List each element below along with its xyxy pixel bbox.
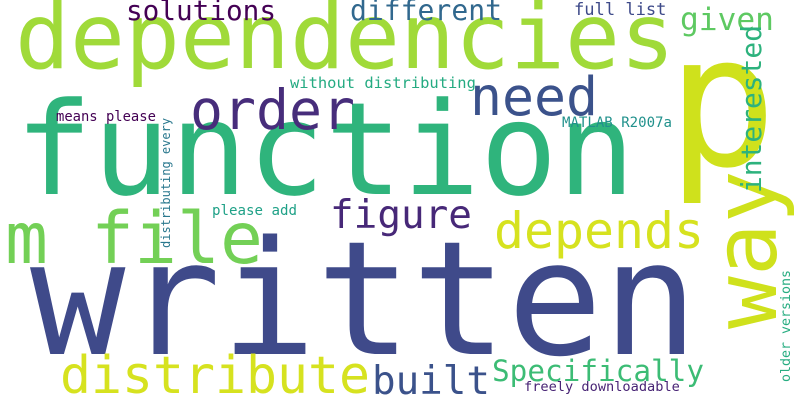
word-need: need bbox=[470, 65, 599, 128]
word-full-list: full list bbox=[574, 0, 667, 21]
word-function: function bbox=[15, 76, 636, 226]
word-interested: interested bbox=[735, 24, 768, 193]
word-dependencies: dependencies bbox=[15, 0, 676, 90]
word-given: given bbox=[680, 1, 774, 38]
word-different: different bbox=[350, 0, 502, 28]
word-freely-downloadable: freely downloadable bbox=[524, 378, 680, 395]
word-specifically: Specifically bbox=[492, 354, 704, 389]
word-distribute: distribute bbox=[60, 345, 371, 400]
word-depends: depends bbox=[494, 202, 704, 261]
word-built: built bbox=[372, 359, 490, 400]
word-figure: figure bbox=[330, 193, 472, 239]
word-solutions: solutions bbox=[126, 0, 277, 28]
word-older-versions: older versions bbox=[779, 270, 794, 382]
word-without-distributing: without distributing bbox=[290, 74, 476, 93]
word-order: order bbox=[190, 77, 355, 142]
word-written: written bbox=[30, 208, 699, 393]
word-p: p bbox=[667, 0, 778, 209]
word-distributing-every: distributing every bbox=[159, 117, 173, 248]
word-please-add: please add bbox=[212, 202, 297, 219]
word-m-file: m file bbox=[5, 196, 263, 280]
word-matlab-r2007a: MATLAB R2007a bbox=[562, 114, 672, 131]
word-means-please: means please bbox=[56, 108, 156, 125]
word-way: way bbox=[695, 169, 797, 329]
